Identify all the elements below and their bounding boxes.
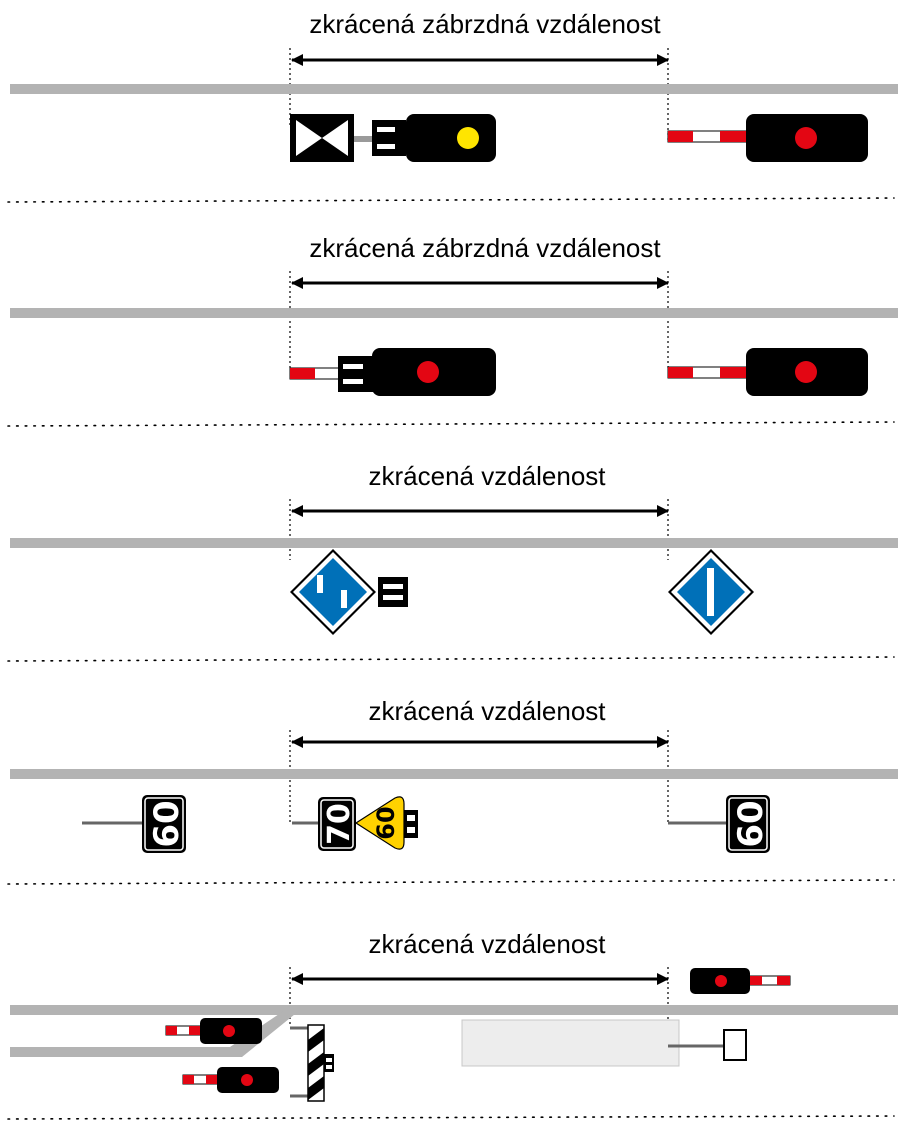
speed-value: 60 [731, 800, 771, 847]
signal-head-connector [372, 120, 406, 156]
panel-5-separator [7, 1115, 895, 1120]
blue-diamond-icon [299, 558, 367, 626]
panel-5-boundary-marker [290, 1024, 334, 1102]
platform [461, 1019, 680, 1067]
panel-3-track [10, 538, 898, 548]
panel-4: zkrácená vzdálenost 60 70 60 [7, 696, 898, 885]
panel-3-announcement-sign [290, 549, 408, 635]
speed-indicator [318, 797, 356, 851]
panel-5-stop-board [668, 1029, 747, 1061]
signal-head-connector [378, 577, 408, 607]
yellow-lamp-icon [457, 127, 479, 149]
panel-5-opposite-signal [690, 968, 791, 994]
speed-indicator [142, 795, 186, 853]
panel-2-title: zkrácená zábrzdná vzdálenost [309, 233, 661, 263]
panel-5-branch-signal-upper [165, 1018, 262, 1044]
speed-value: 70 [322, 803, 357, 845]
red-lamp-icon [715, 975, 727, 987]
panel-2: zkrácená zábrzdná vzdálenost [7, 233, 898, 427]
panel-4-speed-sign-middle: 70 [292, 797, 357, 851]
red-lamp-icon [795, 127, 817, 149]
panel-5-main-track [10, 1005, 898, 1015]
red-lamp-icon [241, 1074, 253, 1086]
red-lamp-icon [417, 361, 439, 383]
panel-2-first-signal [289, 348, 496, 396]
panel-5: zkrácená vzdálenost [7, 929, 898, 1120]
mount-bracket [354, 136, 372, 142]
signal-head-connector [404, 810, 418, 838]
red-lamp-icon [795, 361, 817, 383]
speed-value: 60 [147, 800, 187, 847]
panel-4-speed-sign-right: 60 [668, 795, 771, 853]
panel-3-sign [668, 549, 754, 635]
speed-value: 60 [372, 806, 400, 839]
signal-head-connector [324, 1054, 334, 1072]
panel-1-distant-signal [290, 114, 496, 162]
board-icon [723, 1029, 747, 1061]
signal-body [406, 114, 496, 162]
panel-4-speed-sign-left: 60 [82, 795, 187, 853]
panel-3-title: zkrácená vzdálenost [368, 461, 606, 491]
panel-4-track [10, 769, 898, 779]
panel-4-speed-warning-sign: 60 [354, 796, 418, 850]
panel-5-branch-track [10, 1010, 300, 1057]
panel-5-title: zkrácená vzdálenost [368, 929, 606, 959]
panel-1-main-signal [667, 114, 868, 162]
panel-2-separator [7, 421, 895, 427]
panel-1-separator [7, 197, 895, 203]
red-lamp-icon [223, 1025, 235, 1037]
panel-2-track [10, 308, 898, 318]
speed-indicator [726, 795, 770, 853]
panel-1-track [10, 84, 898, 94]
panel-4-title: zkrácená vzdálenost [368, 696, 606, 726]
signal-head-connector [338, 356, 374, 392]
panel-1: zkrácená zábrzdná vzdálenost [7, 9, 898, 203]
panel-1-title: zkrácená zábrzdná vzdálenost [309, 9, 661, 39]
panel-5-branch-signal-lower [182, 1067, 279, 1093]
panel-3-separator [7, 656, 895, 662]
panel-2-second-signal [667, 348, 868, 396]
panel-3: zkrácená vzdálenost [7, 461, 898, 662]
panel-4-separator [7, 879, 895, 885]
